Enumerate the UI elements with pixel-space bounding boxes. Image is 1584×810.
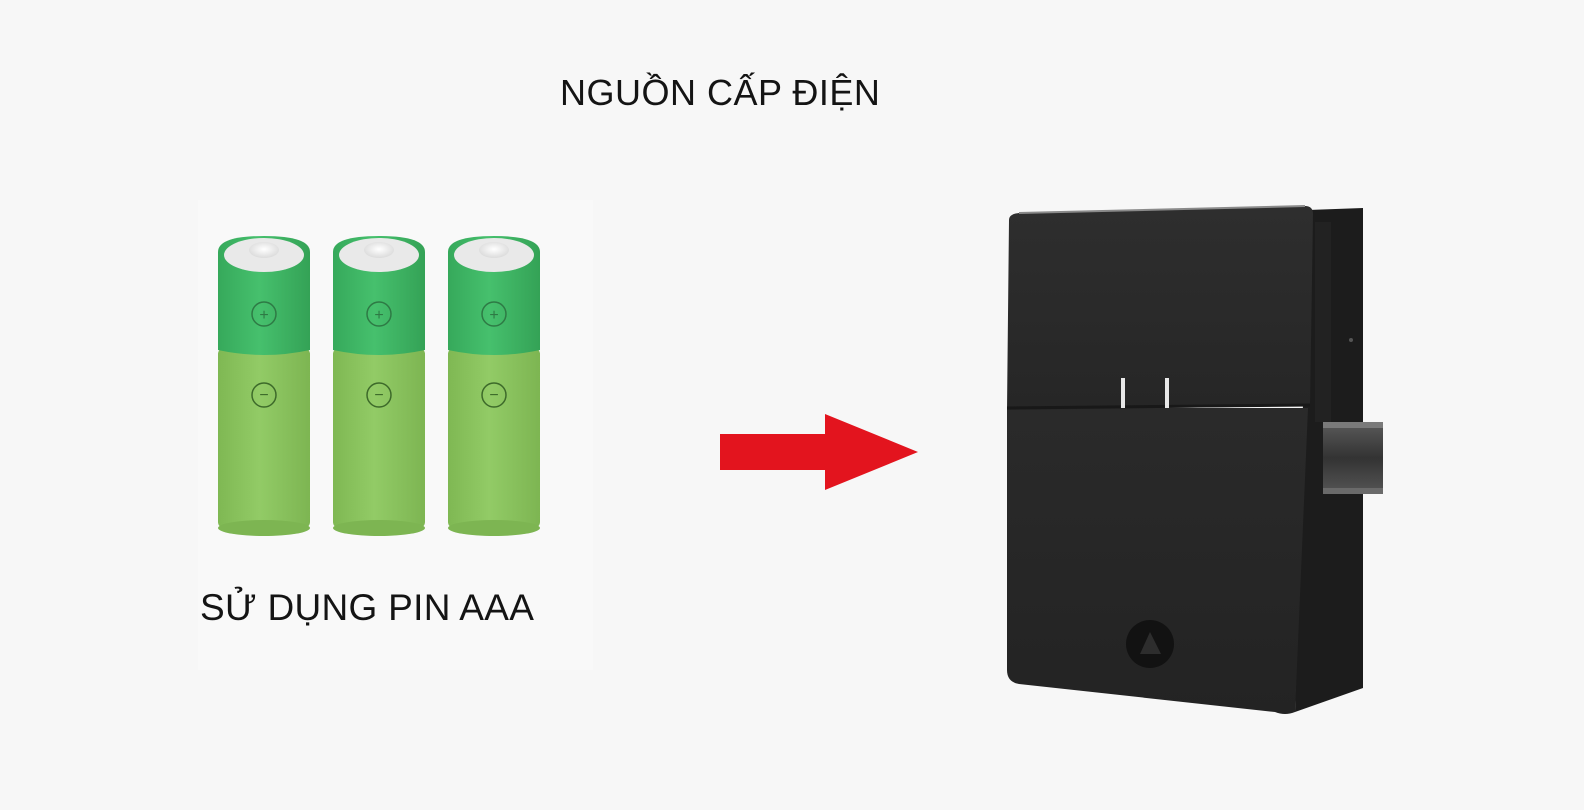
battery-minus-icon: − — [259, 387, 268, 404]
battery-1: + − — [218, 236, 310, 536]
battery-3: + − — [448, 236, 540, 536]
batteries-illustration: + − + − + − — [218, 236, 540, 536]
battery-minus-icon: − — [489, 387, 498, 404]
battery-minus-icon: − — [374, 387, 383, 404]
battery-2: + − — [333, 236, 425, 536]
battery-plus-icon: + — [489, 307, 498, 324]
battery-plus-icon: + — [374, 307, 383, 324]
battery-plus-icon: + — [259, 307, 268, 324]
title: NGUỒN CẤP ĐIỆN — [560, 72, 881, 113]
battery-caption: SỬ DỤNG PIN AAA — [200, 587, 535, 628]
arrow-right-icon — [720, 414, 918, 490]
cabinet-lock-illustration — [1006, 205, 1383, 714]
battery-panel: + − + − + − — [198, 200, 593, 670]
